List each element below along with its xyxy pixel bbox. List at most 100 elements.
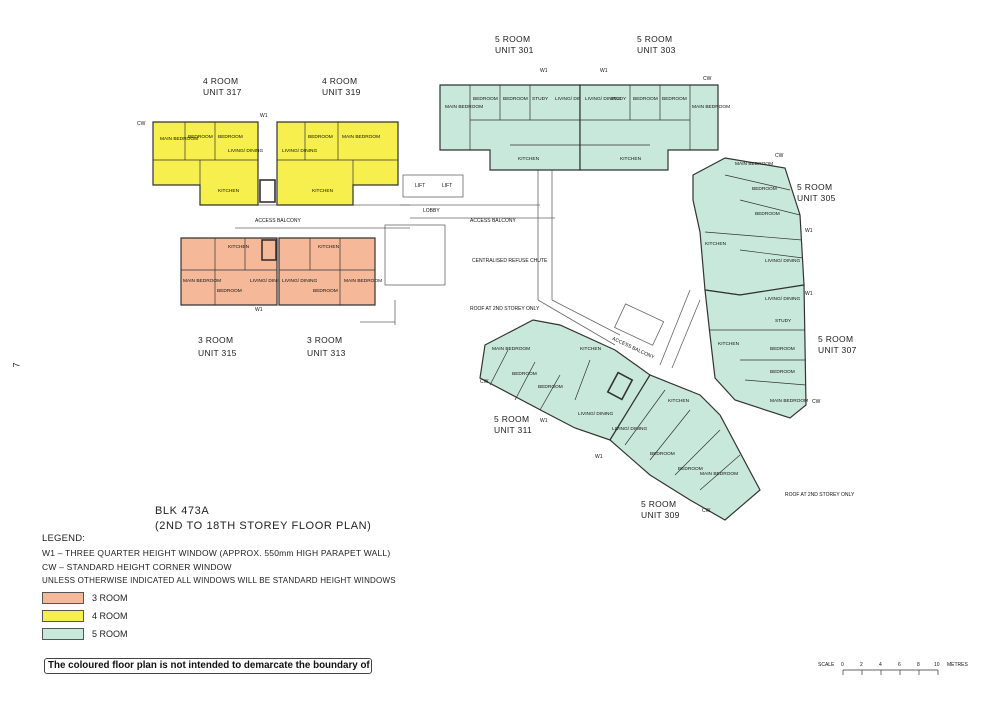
- unit-5room-301: MAIN BEDROOM BEDROOM BEDROOM STUDY LIVIN…: [439, 84, 590, 171]
- room-label: BEDROOM: [473, 96, 498, 102]
- scale-bar: [842, 669, 939, 675]
- unit-type-label: 5 ROOM: [494, 414, 529, 424]
- room-label: KITCHEN: [668, 398, 690, 404]
- roof-2nd-label: ROOF AT 2ND STOREY ONLY: [470, 306, 540, 312]
- room-label: MAIN BEDROOM: [770, 398, 808, 404]
- legend-swatch-3room: [42, 592, 84, 604]
- w1-label: W1: [595, 454, 603, 460]
- cw-label: CW: [137, 121, 146, 127]
- scale-tick: 4: [879, 662, 882, 668]
- w1-label: W1: [540, 418, 548, 424]
- unit-type-label: 5 ROOM: [818, 334, 853, 344]
- corridor-lines: [235, 170, 701, 369]
- cw-label: CW: [812, 399, 821, 405]
- room-label: MAIN BEDROOM: [183, 278, 221, 284]
- unit-type-label: 5 ROOM: [495, 34, 530, 44]
- room-label: MAIN BEDROOM: [160, 136, 198, 142]
- room-label: STUDY: [532, 96, 549, 102]
- unit-5room-305: MAIN BEDROOM BEDROOM BEDROOM KITCHEN LIV…: [692, 157, 805, 296]
- room-label: BEDROOM: [662, 96, 687, 102]
- lift-label: LIFT: [415, 183, 425, 189]
- room-label: LIVING/ DINING: [555, 96, 590, 102]
- unit-type-label: 5 ROOM: [637, 34, 672, 44]
- room-label: LIVING/ DINING: [585, 96, 620, 102]
- room-label: BEDROOM: [633, 96, 658, 102]
- scale-tick: 10: [934, 662, 940, 668]
- room-label: LIVING/ DINING: [765, 258, 800, 264]
- room-label: BEDROOM: [770, 346, 795, 352]
- unit-type-label: 3 ROOM: [198, 335, 233, 345]
- lift-label: LIFT: [442, 183, 452, 189]
- unit-5room-309: LIVING/ DINING KITCHEN BEDROOM BEDROOM M…: [609, 374, 761, 521]
- room-label: BEDROOM: [650, 451, 675, 457]
- room-label: BEDROOM: [678, 466, 703, 472]
- unit-type-label: 3 ROOM: [307, 335, 342, 345]
- room-label: LIVING/ DINING: [578, 411, 613, 417]
- unit-number-label: UNIT 305: [797, 193, 836, 203]
- unit-number-label: UNIT 309: [641, 510, 680, 520]
- room-label: KITCHEN: [705, 241, 727, 247]
- legend-label-4room: 4 ROOM: [92, 611, 128, 621]
- room-label: STUDY: [775, 318, 792, 324]
- room-label: MAIN BEDROOM: [445, 104, 483, 110]
- unit-number-label: UNIT 319: [322, 87, 361, 97]
- w1-label: W1: [805, 291, 813, 297]
- legend-swatch-4room: [42, 610, 84, 622]
- room-label: BEDROOM: [755, 211, 780, 217]
- scale-tick: 0: [841, 662, 844, 668]
- legend-w1: W1 – THREE QUARTER HEIGHT WINDOW (APPROX…: [42, 548, 391, 558]
- legend-label-3room: 3 ROOM: [92, 593, 128, 603]
- unit-type-label: 4 ROOM: [322, 76, 357, 86]
- legend-cw: CW – STANDARD HEIGHT CORNER WINDOW: [42, 562, 232, 572]
- room-label: BEDROOM: [752, 186, 777, 192]
- scale-label: SCALE: [818, 662, 835, 668]
- legend-label-5room: 5 ROOM: [92, 629, 128, 639]
- unit-3room-313: KITCHEN LIVING/ DINING BEDROOM MAIN BEDR…: [278, 237, 382, 306]
- unit-3room-315: KITCHEN MAIN BEDROOM BEDROOM LIVING/ DIN…: [180, 237, 285, 306]
- room-label: LIVING/ DINING: [228, 148, 263, 154]
- w1-label: W1: [540, 68, 548, 74]
- scale-unit: METRES: [947, 662, 969, 668]
- scale-tick: 8: [917, 662, 920, 668]
- room-label: BEDROOM: [218, 134, 243, 140]
- room-label: KITCHEN: [620, 156, 642, 162]
- room-label: KITCHEN: [312, 188, 334, 194]
- room-label: BEDROOM: [770, 369, 795, 375]
- room-label: KITCHEN: [580, 346, 602, 352]
- room-label: LIVING/ DINING: [282, 278, 317, 284]
- disclaimer-box: The coloured floor plan is not intended …: [44, 658, 372, 674]
- unit-number-label: UNIT 303: [637, 45, 676, 55]
- unit-number-label: UNIT 313: [307, 348, 346, 358]
- refuse-chute-label: CENTRALISED REFUSE CHUTE: [472, 258, 548, 264]
- block-name: BLK 473A: [155, 505, 210, 517]
- room-label: BEDROOM: [512, 371, 537, 377]
- unit-4room-319: LIVING/ DINING BEDROOM MAIN BEDROOM KITC…: [276, 121, 399, 206]
- cw-label: CW: [775, 153, 784, 159]
- unit-type-label: 5 ROOM: [797, 182, 832, 192]
- scale-tick: 6: [898, 662, 901, 668]
- unit-number-label: UNIT 311: [494, 425, 532, 435]
- unit-number-label: UNIT 301: [495, 45, 534, 55]
- plan-title: BLK 473A (2ND TO 18TH STOREY FLOOR PLAN): [155, 504, 371, 534]
- cw-label: CW: [702, 508, 711, 514]
- room-label: BEDROOM: [308, 134, 333, 140]
- page-mark: 7: [11, 362, 22, 368]
- unit-number-label: UNIT 307: [818, 345, 857, 355]
- w1-label: W1: [600, 68, 608, 74]
- room-label: BEDROOM: [503, 96, 528, 102]
- room-label: KITCHEN: [518, 156, 540, 162]
- unit-type-label: 4 ROOM: [203, 76, 238, 86]
- room-label: LIVING/ DINING: [612, 426, 647, 432]
- legend-heading: LEGEND:: [42, 533, 86, 544]
- unit-5room-307: LIVING/ DINING STUDY KITCHEN BEDROOM BED…: [704, 284, 808, 419]
- room-label: LIVING/ DINING: [250, 278, 285, 284]
- scale-tick: 2: [860, 662, 863, 668]
- access-balcony-label: ACCESS BALCONY: [470, 218, 517, 224]
- room-label: KITCHEN: [718, 341, 740, 347]
- legend: LEGEND: W1 – THREE QUARTER HEIGHT WINDOW…: [42, 532, 396, 588]
- lobby-label: LOBBY: [423, 208, 440, 214]
- w1-label: W1: [255, 307, 263, 313]
- room-label: BEDROOM: [313, 288, 338, 294]
- room-label: BEDROOM: [538, 384, 563, 390]
